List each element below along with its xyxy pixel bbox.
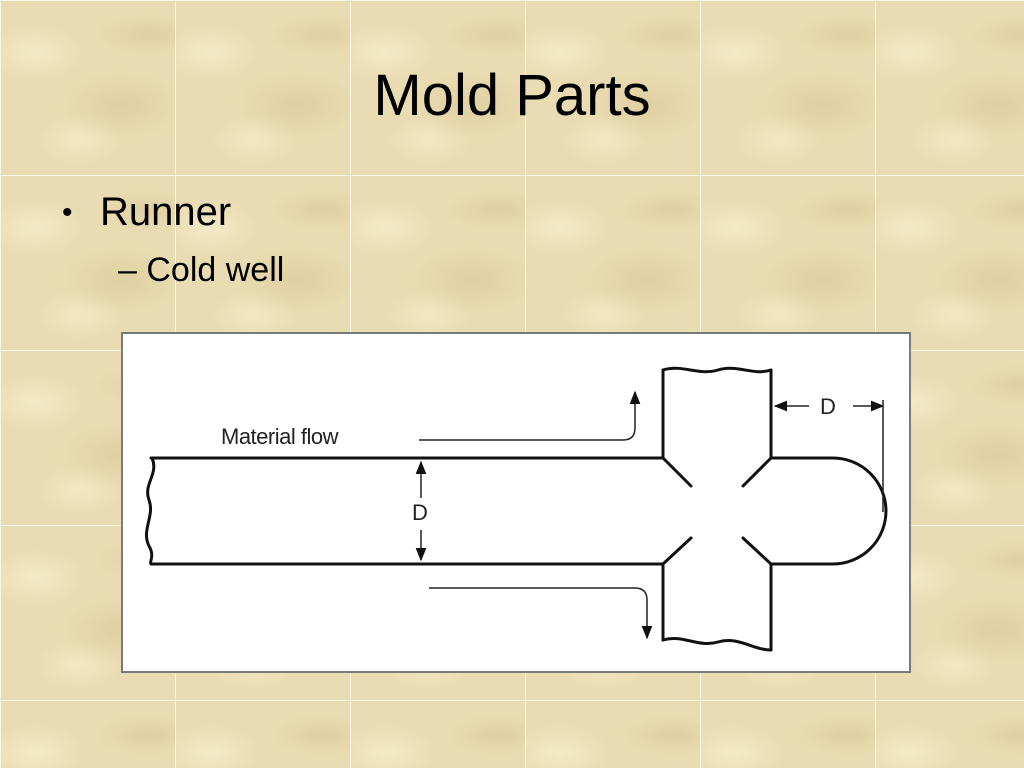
runner-dimension-label: D	[412, 500, 428, 525]
sub-bullet-item-cold-well: – Cold well	[118, 251, 284, 290]
bullet-item-runner: • Runner	[62, 190, 284, 235]
material-flow-label: Material flow	[221, 424, 338, 449]
cold-well-outline	[769, 456, 888, 566]
slide-title: Mold Parts	[373, 63, 651, 128]
bullet-text: Runner	[100, 190, 232, 234]
flow-arrow-down	[429, 587, 653, 640]
flow-arrow-up	[419, 390, 641, 441]
well-dimension-label: D	[820, 394, 836, 419]
sub-bullet-text: Cold well	[146, 251, 285, 289]
top-channel-break	[661, 366, 773, 374]
sub-bullet-marker: –	[118, 251, 137, 289]
cold-well-diagram: Material flow D D	[121, 332, 911, 673]
runner-break-line	[144, 456, 156, 566]
bottom-channel-break	[661, 637, 773, 652]
bullet-list: • Runner – Cold well	[62, 190, 284, 290]
runner-drawing	[144, 366, 888, 652]
bullet-marker: •	[62, 195, 73, 229]
